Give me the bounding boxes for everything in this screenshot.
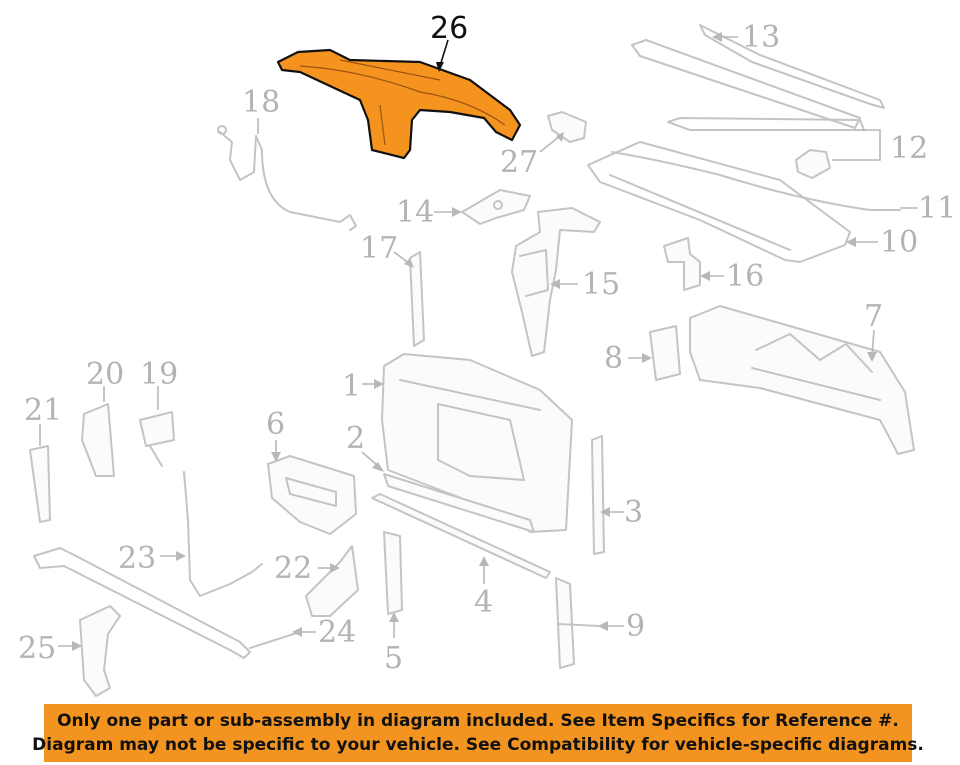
svg-text:17: 17 xyxy=(360,231,398,266)
callout-13: 13 xyxy=(712,20,780,55)
callout-27: 27 xyxy=(500,132,564,180)
disclaimer-banner: Only one part or sub-assembly in diagram… xyxy=(32,704,924,762)
svg-text:7: 7 xyxy=(864,299,883,334)
part-23-cable xyxy=(183,471,263,597)
svg-text:19: 19 xyxy=(140,357,178,392)
part-12 xyxy=(667,117,865,179)
svg-text:12: 12 xyxy=(890,131,928,166)
part-10-panel xyxy=(587,141,851,263)
svg-text:21: 21 xyxy=(24,393,62,428)
part-3-rod xyxy=(591,435,605,555)
svg-text:16: 16 xyxy=(726,259,764,294)
callout-22: 22 xyxy=(274,551,340,586)
part-26-highlighted[interactable] xyxy=(276,48,522,160)
part-9-bracket xyxy=(555,577,601,669)
part-18-cable xyxy=(217,125,357,231)
callout-20: 20 xyxy=(86,357,124,402)
callout-3: 3 xyxy=(600,495,643,530)
part-8 xyxy=(649,325,681,381)
svg-text:26: 26 xyxy=(430,11,468,46)
svg-text:5: 5 xyxy=(384,641,403,676)
part-21 xyxy=(29,445,51,523)
callout-6: 6 xyxy=(266,407,285,462)
part-17-rod xyxy=(409,251,425,347)
callout-12: 12 xyxy=(832,129,928,166)
disclaimer-line-2: Diagram may not be specific to your vehi… xyxy=(32,735,924,755)
svg-text:3: 3 xyxy=(624,495,643,530)
part-13-seal xyxy=(631,24,885,129)
part-19 xyxy=(139,411,175,467)
svg-text:18: 18 xyxy=(242,85,280,120)
part-11-cable xyxy=(611,151,901,211)
svg-text:6: 6 xyxy=(266,407,285,442)
callout-17: 17 xyxy=(360,231,414,268)
svg-text:13: 13 xyxy=(742,20,780,55)
svg-text:14: 14 xyxy=(396,195,434,230)
disclaimer-line-1: Only one part or sub-assembly in diagram… xyxy=(57,711,899,731)
svg-text:2: 2 xyxy=(346,421,365,456)
callout-2: 2 xyxy=(346,421,384,472)
callout-18: 18 xyxy=(242,85,280,134)
callout-23: 23 xyxy=(118,541,186,576)
callout-4: 4 xyxy=(474,556,493,620)
callout-25: 25 xyxy=(18,631,82,666)
svg-text:8: 8 xyxy=(604,341,623,376)
part-6-latch xyxy=(267,455,357,535)
part-15-bracket xyxy=(511,207,601,357)
svg-text:4: 4 xyxy=(474,585,493,620)
callout-8: 8 xyxy=(604,341,652,376)
part-4-strip xyxy=(371,493,551,579)
callout-14: 14 xyxy=(396,195,462,230)
svg-text:1: 1 xyxy=(342,369,361,404)
part-2-strip xyxy=(383,473,535,533)
svg-text:25: 25 xyxy=(18,631,56,666)
part-5-bracket xyxy=(383,531,403,615)
part-1-panel xyxy=(381,353,573,533)
part-25 xyxy=(79,605,121,697)
callout-19: 19 xyxy=(140,357,178,410)
callout-5: 5 xyxy=(384,612,403,676)
callout-21: 21 xyxy=(24,393,62,446)
callout-26: 26 xyxy=(430,11,468,72)
svg-text:20: 20 xyxy=(86,357,124,392)
part-16 xyxy=(663,237,701,291)
callout-15: 15 xyxy=(550,267,620,302)
callout-9: 9 xyxy=(598,609,645,644)
callout-1: 1 xyxy=(342,369,384,404)
part-14-hinge xyxy=(461,189,531,225)
callout-10: 10 xyxy=(846,225,918,260)
svg-text:23: 23 xyxy=(118,541,156,576)
callout-24: 24 xyxy=(292,615,356,650)
svg-text:9: 9 xyxy=(626,609,645,644)
part-22 xyxy=(305,545,359,617)
callout-11: 11 xyxy=(900,191,956,226)
part-7-support xyxy=(689,305,915,455)
part-20 xyxy=(81,403,115,477)
svg-text:10: 10 xyxy=(880,225,918,260)
svg-text:27: 27 xyxy=(500,145,538,180)
callout-7: 7 xyxy=(864,299,883,362)
svg-text:11: 11 xyxy=(918,191,956,226)
part-24-rod xyxy=(33,547,301,659)
svg-text:24: 24 xyxy=(318,615,356,650)
svg-text:22: 22 xyxy=(274,551,312,586)
svg-text:15: 15 xyxy=(582,267,620,302)
callout-16: 16 xyxy=(700,259,764,294)
part-27 xyxy=(547,111,587,143)
